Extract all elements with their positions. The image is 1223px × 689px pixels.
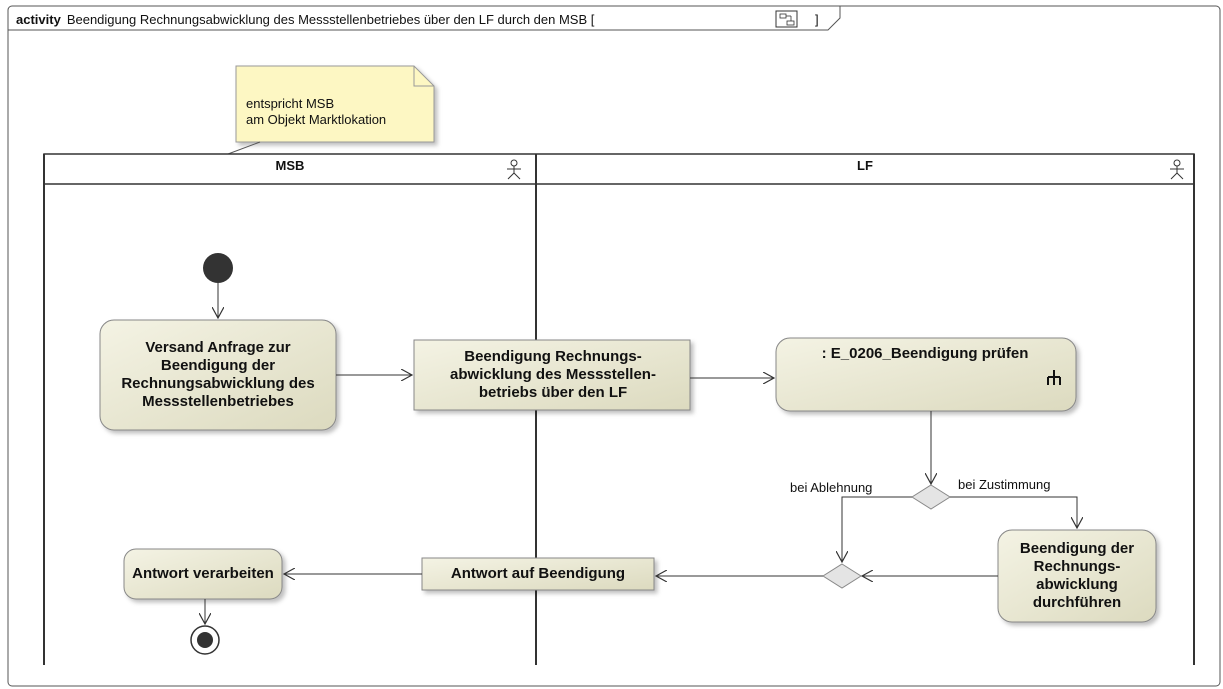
lane-title-lf: LF: [857, 158, 873, 173]
action-e0206-shape: [775, 337, 1077, 412]
flow-edges: [205, 283, 1077, 624]
frame-keyword: activity: [16, 12, 61, 27]
frame-name-tab: [8, 6, 841, 31]
action-e0206[interactable]: : E_0206_Beendigung prüfen: [821, 345, 1029, 362]
note-text: entspricht MSB am Objekt Marktlokation: [246, 96, 386, 128]
decision-node: [911, 484, 951, 510]
note-shape: [235, 65, 435, 143]
object-beendigung[interactable]: Beendigung Rechnungs-abwicklung des Mess…: [450, 348, 656, 401]
guard-ablehnung: bei Ablehnung: [790, 480, 873, 495]
note-line-1: entspricht MSB: [246, 96, 335, 111]
frame-title-suffix: ]: [815, 12, 819, 27]
action-antwort-verarbeiten-shape: [123, 548, 283, 600]
note-line-2: am Objekt Marktlokation: [246, 112, 387, 127]
action-antwort-verarbeiten[interactable]: Antwort verarbeiten: [132, 565, 274, 582]
frame-header: activity Beendigung Rechnungsabwicklung d…: [16, 12, 594, 27]
frame-title: Beendigung Rechnungsabwicklung des Messs…: [66, 12, 595, 27]
final-node: [190, 625, 220, 655]
object-beendigung-shape: [413, 339, 691, 411]
merge-node: [822, 563, 862, 589]
initial-node: [203, 253, 233, 283]
action-durchfuehren[interactable]: Beendigung der Rechnungs-abwicklung durc…: [1019, 540, 1135, 611]
swimlane-partition: [43, 153, 1195, 665]
object-antwort-shape: [421, 557, 655, 591]
object-antwort[interactable]: Antwort auf Beendigung: [450, 565, 626, 582]
note-anchor-line: [227, 141, 261, 155]
action-versand[interactable]: Versand Anfrage zur Beendigung der Rechn…: [121, 339, 315, 410]
guard-zustimmung: bei Zustimmung: [958, 477, 1051, 492]
actor-icon: [1170, 159, 1184, 180]
diagram-icon: [775, 10, 798, 28]
actor-icon: [507, 159, 521, 180]
rake-icon: [1047, 370, 1061, 385]
lane-title-msb: MSB: [275, 158, 305, 173]
